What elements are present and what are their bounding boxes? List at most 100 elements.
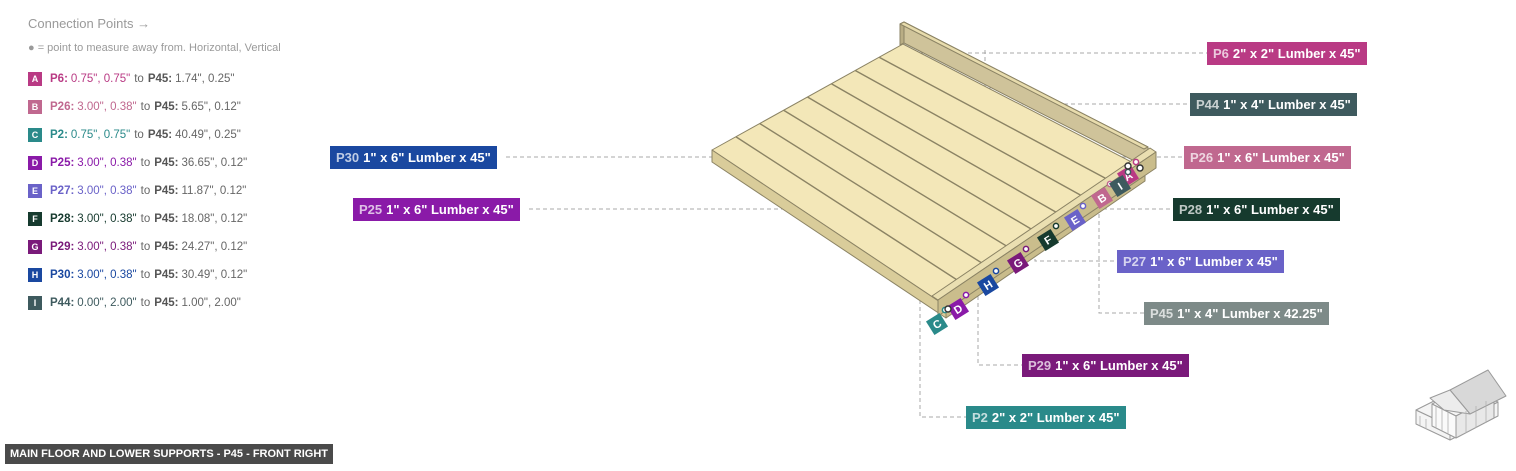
measure-point-dot — [944, 305, 952, 313]
part-id: P26 — [1190, 150, 1214, 165]
part-ref: P28: — [50, 213, 75, 225]
to-word: to — [134, 129, 144, 141]
target-ref: P45: — [147, 129, 173, 141]
connection-tag-d: D — [946, 297, 970, 321]
to-word: to — [140, 269, 151, 281]
target-values: 11.87", 0.12" — [181, 185, 247, 197]
part-values: 3.00", 0.38" — [77, 213, 137, 225]
target-ref: P45: — [154, 241, 179, 253]
connection-tag-f: F — [1036, 228, 1060, 252]
to-word: to — [140, 213, 151, 225]
connection-letter-badge: I — [28, 296, 42, 310]
measure-point-dot — [1124, 168, 1132, 176]
target-ref: P45: — [154, 269, 179, 281]
target-values: 40.49", 0.25" — [175, 129, 241, 141]
to-word: to — [140, 101, 151, 113]
connection-letter-badge: C — [28, 128, 42, 142]
part-desc: 2" x 2" Lumber x 45" — [1232, 46, 1361, 61]
target-values: 5.65", 0.12" — [181, 101, 241, 113]
measure-point-dot — [1022, 245, 1030, 253]
legend-subtitle: ● = point to measure away from. Horizont… — [28, 42, 281, 54]
tag-box — [1108, 174, 1132, 198]
plank-seam — [783, 109, 1021, 256]
connection-tag-g: G — [1006, 251, 1030, 275]
part-id: P29 — [1028, 358, 1052, 373]
tag-box — [1063, 208, 1087, 232]
plank-seam — [878, 56, 1121, 187]
part-id: P44 — [1196, 97, 1220, 112]
target-values: 1.00", 2.00" — [181, 297, 241, 309]
part-desc: 1" x 6" Lumber x 45" — [1217, 150, 1345, 165]
part-values: 0.00", 2.00" — [77, 297, 137, 309]
part-values: 0.75", 0.75" — [70, 129, 131, 141]
connection-tag-e: E — [1063, 208, 1087, 232]
target-values: 36.65", 0.12" — [181, 157, 248, 169]
target-ref: P45: — [154, 101, 179, 113]
part-values: 3.00", 0.38" — [77, 241, 137, 253]
measure-point-dot — [992, 267, 1000, 275]
part-desc: 1" x 4" Lumber x 42.25" — [1177, 306, 1323, 321]
part-id: P27 — [1123, 254, 1147, 269]
target-ref: P45: — [147, 73, 173, 85]
connection-letter-badge: H — [28, 268, 42, 282]
to-word: to — [140, 297, 151, 309]
target-ref: P45: — [154, 213, 179, 225]
part-ref: P27: — [50, 185, 75, 197]
leader-p27 — [1034, 252, 1117, 262]
part-desc: 1" x 4" Lumber x 45" — [1223, 97, 1351, 112]
measure-point-dot — [1136, 164, 1144, 172]
to-word: to — [134, 73, 144, 85]
to-word: to — [140, 241, 151, 253]
target-values: 24.27", 0.12" — [181, 241, 248, 253]
target-ref: P45: — [154, 185, 179, 197]
shed-thumbnail-icon[interactable] — [1410, 366, 1510, 442]
part-ref: P44: — [50, 297, 75, 309]
part-desc: 1" x 6" Lumber x 45" — [1150, 254, 1278, 269]
connection-letter-badge: B — [28, 100, 42, 114]
target-ref: P45: — [154, 157, 179, 169]
connection-letter-badge: G — [28, 240, 42, 254]
measure-point-dot — [962, 291, 970, 299]
tag-box — [946, 297, 970, 321]
tag-box — [976, 273, 1000, 297]
part-desc: 1" x 6" Lumber x 45" — [363, 150, 491, 165]
part-id: P2 — [972, 410, 988, 425]
deck-plank-lines — [735, 56, 1121, 290]
part-values: 3.00", 0.38" — [77, 269, 137, 281]
connection-letter-badge: E — [28, 184, 42, 198]
part-id: P30 — [336, 150, 360, 165]
plank-seam — [831, 83, 1071, 221]
part-values: 3.00", 0.38" — [77, 157, 137, 169]
measure-point-dot — [1132, 158, 1140, 166]
connection-tag-i: I — [1108, 174, 1132, 198]
tag-box — [925, 312, 949, 336]
part-id: P45 — [1150, 306, 1174, 321]
target-values: 1.74", 0.25" — [175, 73, 235, 85]
back-support — [899, 21, 1149, 169]
part-desc: 1" x 6" Lumber x 45" — [1055, 358, 1183, 373]
plank-seam — [759, 122, 997, 273]
plank-seam — [735, 136, 972, 290]
leader-p29 — [977, 282, 1022, 366]
tag-box — [1090, 186, 1114, 210]
part-values: 3.00", 0.38" — [77, 101, 137, 113]
part-values: 3.00", 0.38" — [77, 185, 137, 197]
part-ref: P2: — [50, 129, 68, 141]
floor-deck — [711, 43, 1146, 319]
plank-seam — [807, 96, 1046, 239]
target-values: 30.49", 0.12" — [181, 269, 248, 281]
